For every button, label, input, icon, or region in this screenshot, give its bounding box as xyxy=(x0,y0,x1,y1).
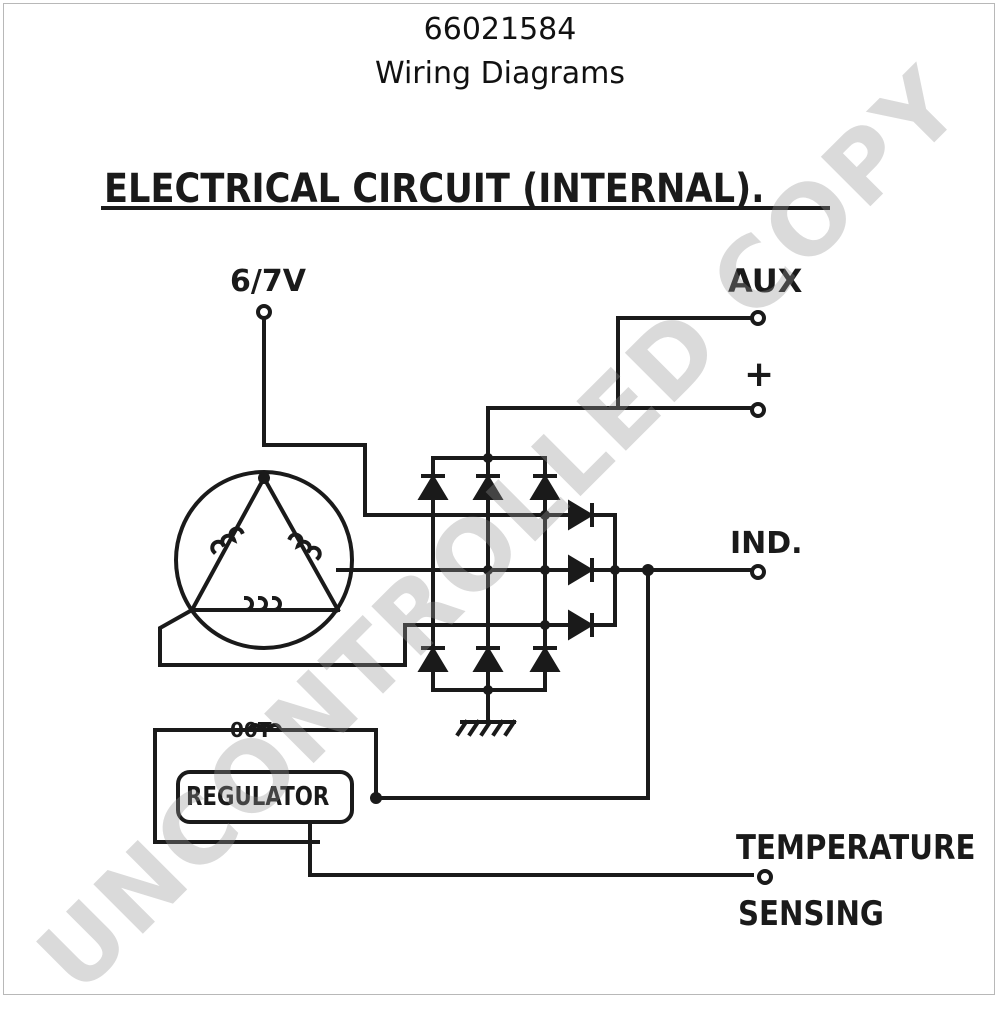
wire-positive xyxy=(486,406,754,460)
diode-right-1 xyxy=(568,499,594,531)
diode-top-2 xyxy=(472,474,504,500)
wire-ind-to-regulator xyxy=(374,568,650,800)
terminal-aux xyxy=(750,310,766,326)
diagram-title: ELECTRICAL CIRCUIT (INTERNAL). xyxy=(104,166,765,212)
stator-ring xyxy=(174,470,354,650)
wire-aux xyxy=(616,316,754,410)
label-ind: IND. xyxy=(730,526,803,561)
diode-right-3 xyxy=(568,609,594,641)
label-sensing: SENSING xyxy=(738,894,884,934)
junction-4 xyxy=(540,565,550,575)
coil-left xyxy=(210,526,245,555)
terminal-input xyxy=(256,304,272,320)
junction-7 xyxy=(642,564,654,576)
junction-1 xyxy=(483,453,493,463)
junction-2 xyxy=(540,510,550,520)
regulator-outer xyxy=(153,728,378,844)
terminal-ind xyxy=(750,564,766,580)
wire-input-to-rectifier xyxy=(262,443,435,517)
junction-8 xyxy=(483,685,493,695)
page-frame xyxy=(3,3,995,995)
diode-top-1 xyxy=(417,474,449,500)
label-temperature: TEMPERATURE xyxy=(736,828,976,868)
terminal-temperature-sensing xyxy=(757,869,773,885)
label-regulator-field: 00T xyxy=(230,718,272,742)
regulator-body xyxy=(176,770,354,824)
coil-right xyxy=(287,532,322,561)
junction-star xyxy=(258,472,270,484)
coil-bottom xyxy=(243,595,282,613)
page-subtitle: Wiring Diagrams xyxy=(374,56,626,91)
field-coil xyxy=(247,723,283,733)
part-number: 66021584 xyxy=(423,12,577,47)
terminal-positive xyxy=(750,402,766,418)
ground-symbol xyxy=(455,719,517,737)
junction-3 xyxy=(483,565,493,575)
diode-bottom-1 xyxy=(417,646,449,672)
junction-6 xyxy=(610,565,620,575)
label-aux: AUX xyxy=(728,262,803,300)
diode-bottom-2 xyxy=(472,646,504,672)
junction-9 xyxy=(370,792,382,804)
wire-temperature-sensing xyxy=(308,820,754,877)
diode-bottom-3 xyxy=(529,646,561,672)
label-plus: + xyxy=(744,354,775,395)
diode-right-2 xyxy=(568,554,594,586)
label-input-voltage: 6/7V xyxy=(230,264,306,299)
diode-top-3 xyxy=(529,474,561,500)
label-regulator: REGULATOR xyxy=(186,782,330,812)
junction-5 xyxy=(540,620,550,630)
